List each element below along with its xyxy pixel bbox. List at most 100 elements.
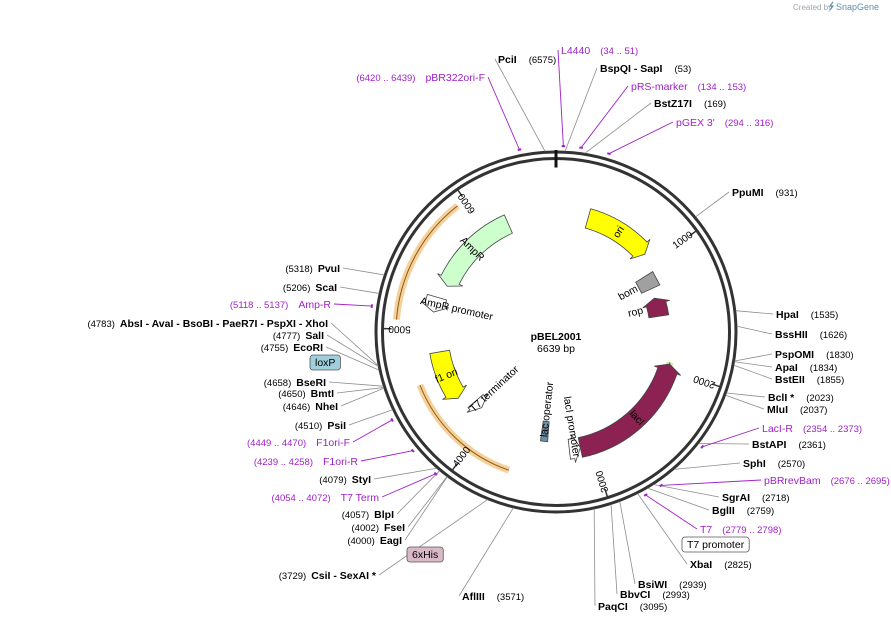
site-name: StyI	[352, 474, 371, 486]
site-leader	[734, 353, 773, 362]
site-leader	[584, 102, 652, 154]
restriction-sites: PciI(6575) BspQI - SapI(53) BstZ17I(169) Pp…	[87, 54, 853, 613]
site-scai[interactable]: ScaI(5206)	[283, 282, 337, 294]
site-hpai[interactable]: HpaI(1535)	[776, 309, 838, 321]
site-ecori[interactable]: EcoRI(4755)	[261, 342, 323, 354]
site-bmti[interactable]: BmtI(4650)	[278, 388, 334, 400]
site-position: (1834)	[810, 363, 837, 374]
primer-f1ori-f[interactable]: F1ori-F(4449 .. 4470)	[247, 437, 350, 449]
primer-mark	[433, 471, 438, 476]
plasmid-size: 6639 bp	[537, 343, 575, 355]
site-leaders	[325, 49, 774, 607]
site-styi[interactable]: StyI(4079)	[319, 474, 371, 486]
feature-laci[interactable]	[577, 363, 681, 458]
primer-prs-marker[interactable]: pRS-marker(134 .. 153)	[631, 81, 746, 93]
site-position: (3571)	[497, 592, 524, 603]
site-name: PpuMI	[732, 187, 764, 199]
site-name: SalI	[305, 330, 324, 342]
primer-t7[interactable]: T7(2779 .. 2798)	[700, 524, 781, 536]
site-leader	[336, 387, 384, 394]
primer-leader	[557, 49, 564, 147]
feature-rop[interactable]	[642, 297, 670, 319]
tick-label: 1000	[671, 229, 696, 251]
site-bbvci[interactable]: BbvCI(2993)	[620, 589, 690, 601]
primer-leader	[352, 419, 393, 443]
site-leader	[339, 286, 380, 294]
site-afliii[interactable]: AflIII(3571)	[462, 591, 524, 603]
site-xbai[interactable]: XbaI(2825)	[690, 559, 752, 571]
site-sali[interactable]: SalI(4777)	[273, 330, 324, 342]
boxed-loxp[interactable]: loxP	[309, 354, 341, 371]
site-leader	[340, 387, 385, 407]
site-bcli[interactable]: BclI *(2023)	[768, 392, 834, 404]
primer-name: T7	[700, 524, 712, 536]
boxed-label: loxP	[315, 357, 335, 369]
site-leader	[698, 443, 750, 445]
site-position: (5318)	[285, 264, 312, 275]
site-pspomi[interactable]: PspOMI(1830)	[775, 349, 854, 361]
primer-range: (2676 .. 2695)	[831, 476, 890, 487]
primer-t7-term[interactable]: T7 Term(4054 .. 4072)	[272, 492, 380, 504]
primer-leader	[381, 473, 436, 498]
primer-pbr322ori-f[interactable]: pBR322ori-F (6420 .. 6439)	[356, 72, 485, 84]
primer-f1ori-r[interactable]: F1ori-R(4239 .. 4258)	[254, 456, 359, 468]
site-psii[interactable]: PsiI(4510)	[295, 420, 346, 432]
site-bseri[interactable]: BseRI(4658)	[264, 377, 326, 389]
site-fsei[interactable]: FseI(4002)	[352, 522, 406, 534]
site-absi-avai-bsobi-paer7i-pspxi-xhoi[interactable]: AbsI - AvaI - BsoBI - PaeR7I - PspXI - X…	[87, 318, 328, 330]
site-leader	[695, 191, 730, 218]
site-bspqi-sapi[interactable]: BspQI - SapI(53)	[600, 63, 691, 75]
boxed-6xhis[interactable]: 6xHis	[406, 546, 444, 563]
boxed-t7-promoter[interactable]: T7 promoter	[681, 536, 750, 553]
feature-f1-ori[interactable]	[429, 349, 467, 400]
highlight-arc-core	[395, 205, 458, 320]
feature-t7-terminator[interactable]	[466, 393, 489, 413]
site-position: (5206)	[283, 283, 310, 294]
site-bsiwi[interactable]: BsiWI(2939)	[638, 579, 707, 591]
primer-range: (6420 .. 6439)	[356, 73, 415, 84]
primer-amp-r[interactable]: Amp-R(5118 .. 5137)	[230, 299, 332, 311]
site-position: (1626)	[820, 330, 847, 341]
site-sphi[interactable]: SphI(2570)	[743, 458, 805, 470]
site-blpi[interactable]: BlpI (4057)	[342, 509, 394, 521]
primer-name: pRS-marker	[631, 81, 688, 93]
site-pvui[interactable]: PvuI (5318)	[285, 263, 340, 275]
site-nhei[interactable]: NheI(4646)	[283, 401, 338, 413]
site-eagi[interactable]: EagI(4000)	[347, 535, 402, 547]
site-bstz17i[interactable]: BstZ17I(169)	[654, 98, 726, 110]
site-csii-sexai[interactable]: CsiI - SexAI *(3729)	[279, 570, 377, 582]
site-name: PvuI	[318, 263, 340, 275]
site-ppumi[interactable]: PpuMI(931)	[732, 187, 798, 199]
site-leader	[348, 409, 393, 426]
site-position: (4057)	[342, 510, 369, 521]
site-leader	[673, 462, 741, 470]
site-name: BlpI	[374, 509, 394, 521]
feature-lac-operator[interactable]	[539, 420, 550, 443]
feature-ori[interactable]	[584, 208, 651, 260]
primer-l4440[interactable]: L4440(34 .. 51)	[561, 45, 638, 57]
primer-leader	[487, 76, 520, 150]
site-mlui[interactable]: MluI(2037)	[767, 404, 827, 416]
site-bsshii[interactable]: BssHII(1626)	[775, 329, 847, 341]
primer-name: pGEX 3'	[676, 117, 715, 129]
feature-ampr[interactable]	[437, 214, 513, 287]
site-sgrai[interactable]: SgrAI(2718)	[722, 492, 789, 504]
site-pcii[interactable]: PciI(6575)	[498, 54, 556, 66]
primer-range: (4239 .. 4258)	[254, 457, 313, 468]
primer-name: pBR322ori-F	[425, 72, 485, 84]
site-name: ApaI	[775, 362, 798, 374]
site-bsteii[interactable]: BstEII(1855)	[775, 374, 844, 386]
primer-pgex-3[interactable]: pGEX 3'(294 .. 316)	[676, 117, 773, 129]
site-bstapi[interactable]: BstAPI(2361)	[752, 439, 826, 451]
feature-ampr-promoter[interactable]	[421, 293, 449, 313]
feature-bom[interactable]	[635, 271, 661, 294]
site-apai[interactable]: ApaI (1834)	[775, 362, 837, 374]
primer-laci-r[interactable]: LacI-R(2354 .. 2373)	[762, 423, 862, 435]
site-leader	[564, 67, 598, 152]
feature-laci-promoter[interactable]	[567, 434, 581, 463]
site-paqci[interactable]: PaqCI(3095)	[598, 601, 667, 613]
site-bglii[interactable]: BglII(2759)	[712, 505, 774, 517]
feature-label-ori: ori	[611, 224, 627, 240]
primer-pbrrevbam[interactable]: pBRrevBam(2676 .. 2695)	[764, 475, 890, 487]
